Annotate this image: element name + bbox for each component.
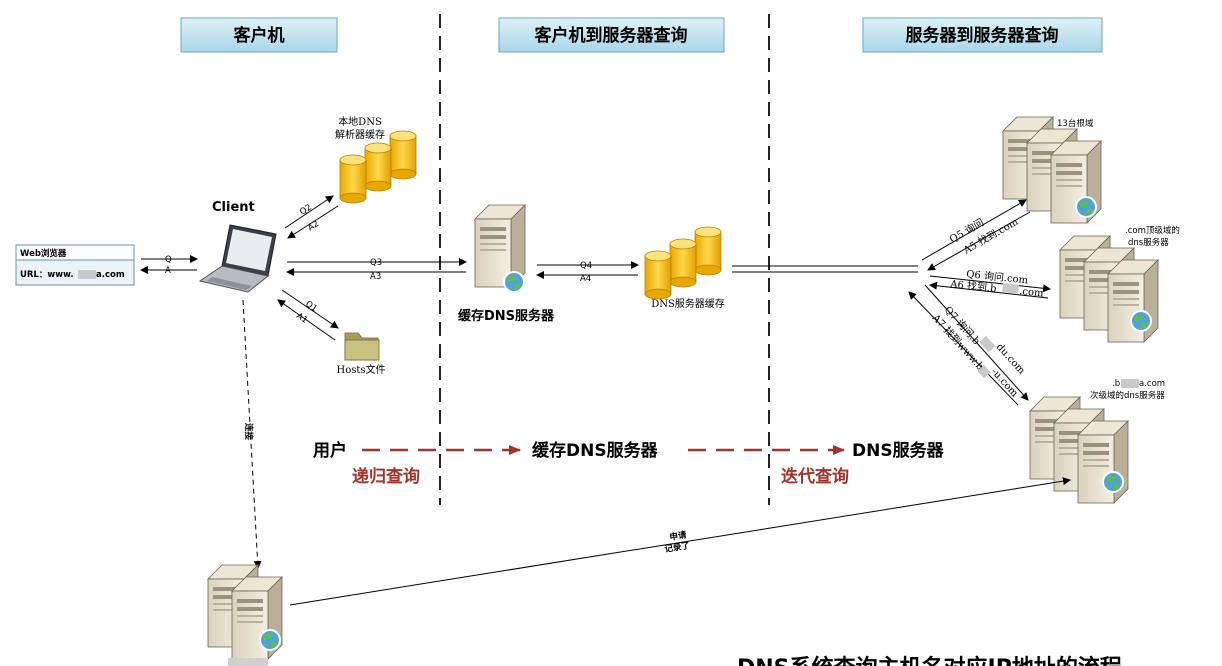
local-cache-line2: 解析器缓存 [335,128,385,141]
arrow-q6 [929,275,1051,293]
tld-line1: .com顶级域的 [1125,225,1180,236]
flow-user: 用户 [313,440,347,461]
header-client-label: 客户机 [233,25,285,46]
redaction-block [1121,379,1139,388]
client-label: Client [212,200,255,215]
arrow-a3-label: A3 [370,272,381,282]
globe-icon [503,271,525,293]
flow-recursive: 递归查询 [352,466,420,487]
arrow-q3-label: Q3 [370,258,382,268]
cylinder-icon [364,142,392,192]
connect-label: 连接 [243,423,254,441]
arrow-q2 [284,195,334,229]
apply-line2: 记录了 [664,540,691,555]
redaction-block [78,270,96,279]
arrow-q4-label: Q4 [580,261,592,271]
web-server [207,564,283,666]
browser-title: Web浏览器 [20,248,67,259]
cylinder-icon [694,226,722,276]
second-line1-end: a.com [1139,379,1165,389]
root-servers: 13台根域 [1003,117,1101,223]
apply-record-line [289,477,1071,606]
arrow-a2 [287,205,339,239]
header-server-to-server: 服务器到服务器查询 [862,17,1103,53]
cylinder-icon [644,250,672,300]
arrow-q1-label: Q1 [303,299,319,314]
redaction-block [977,365,991,379]
tld-line2: dns服务器 [1128,237,1169,248]
root-label: 13台根域 [1057,118,1094,129]
local-dns-cache: 本地DNS 解析器缓存 [335,115,417,204]
arrow-a5 [927,211,1031,271]
header-server-to-server-label: 服务器到服务器查询 [906,25,1059,46]
laptop-icon: Client [198,200,277,293]
arrow-a4-label: A4 [580,274,591,284]
header-client: 客户机 [180,17,338,53]
second-line2: 次级域的dns服务器 [1090,390,1165,401]
arrow-q1 [281,289,339,329]
header-client-to-server: 客户机到服务器查询 [498,17,725,53]
cylinder-icon [339,154,367,204]
dns-cache-label: DNS服务器缓存 [651,297,725,310]
header-client-to-server-label: 客户机到服务器查询 [534,25,688,46]
redaction-block [228,658,268,666]
apply-line1: 申请 [669,529,688,543]
arrow-a7 [908,291,1019,406]
cache-dns-server: 缓存DNS服务器 [458,204,555,324]
second-level-servers: .b a.com 次级域的dns服务器 [1030,379,1165,503]
hosts-label: Hosts文件 [336,363,385,376]
web-browser-box: Web浏览器 URL：www. a.com [15,244,135,286]
cylinder-icon [669,238,697,288]
globe-icon [259,629,281,651]
arrow-q-label: Q [165,255,172,265]
arrow-a6 [929,281,1049,299]
flow-cache: 缓存DNS服务器 [532,440,659,461]
redaction-block [979,336,996,353]
diagram-title: DNS系统查询主机名对应IP地址的流程 [737,655,1122,666]
globe-icon [1075,196,1097,218]
arrow-q7 [924,284,1029,401]
flow-iterative: 迭代查询 [781,466,849,487]
arrow-a-label: A [165,266,171,276]
second-line1: .b [1112,379,1120,389]
redaction-block [1002,283,1019,294]
flow-dns: DNS服务器 [852,440,945,461]
tld-servers: .com顶级域的 dns服务器 [1060,225,1180,342]
browser-url-end: a.com [96,270,125,280]
arrow-a1 [277,299,336,341]
globe-icon [1130,310,1152,332]
hosts-file: Hosts文件 [336,332,386,376]
dns-server-cache: DNS服务器缓存 [644,226,725,310]
arrow-a6-label-end: .com [1019,286,1045,300]
arrow-q2-label: Q2 [298,203,314,218]
cache-server-label: 缓存DNS服务器 [458,308,555,324]
arrow-q5 [921,199,1027,261]
globe-icon [1102,471,1124,493]
cylinder-icon [389,130,417,180]
local-cache-line1: 本地DNS [338,115,382,128]
arrow-a2-label: A2 [306,219,321,234]
browser-url: URL：www. [20,270,74,280]
